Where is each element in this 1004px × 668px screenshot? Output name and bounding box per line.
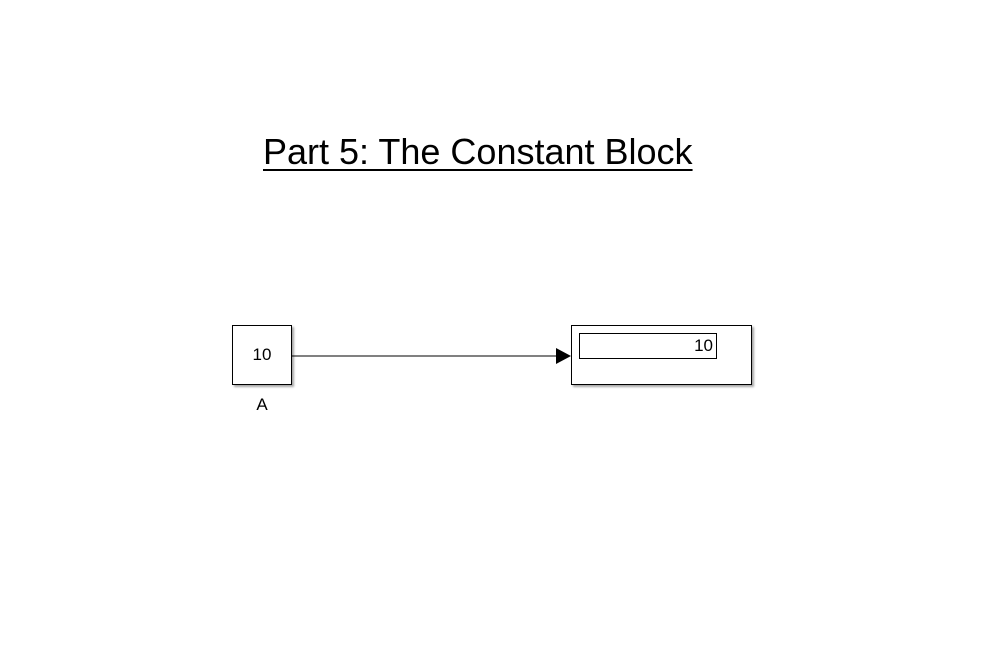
constant-block[interactable]: 10 [232, 325, 292, 385]
display-block[interactable]: 10 [571, 325, 752, 385]
constant-block-value: 10 [252, 345, 272, 364]
diagram-title: Part 5: The Constant Block [263, 131, 693, 172]
signal-arrowhead [556, 348, 571, 364]
display-block-value: 10 [579, 333, 717, 359]
constant-block-label: A [256, 395, 268, 414]
